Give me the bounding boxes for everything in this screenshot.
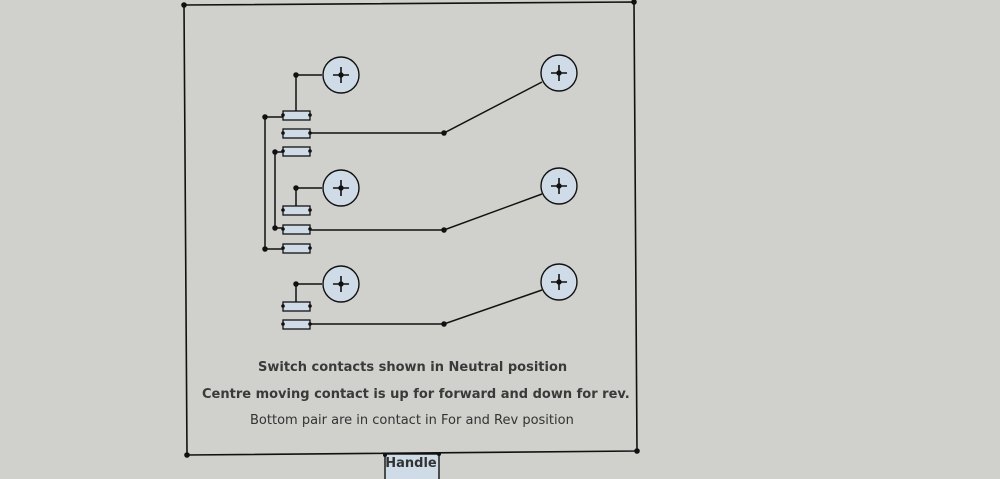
contact-1-top [282,110,311,121]
handle-label: Handle [385,456,437,471]
moving-contact-wires [311,81,543,327]
contact-1-mid [282,128,311,139]
contact-1-bottom [282,146,311,157]
handle[interactable] [383,452,441,479]
common-bus [262,114,283,252]
terminal-screw-icon [540,167,578,205]
contact-dots [281,113,312,326]
terminal-links [293,72,322,303]
contact-2-top [282,205,311,216]
note-bottom-pair: Bottom pair are in contact in For and Re… [250,413,574,428]
enclosure-box [181,0,640,458]
note-neutral-position: Switch contacts shown in Neutral positio… [258,360,568,375]
terminals [322,54,578,303]
contact-2-bottom [282,243,311,254]
terminal-screw-icon [540,263,578,301]
terminal-screw-icon [540,54,578,92]
contact-3-mid [282,319,311,330]
terminal-screw-icon [322,56,360,94]
terminal-screw-icon [322,169,360,207]
note-moving-contact: Centre moving contact is up for forward … [202,387,630,402]
terminal-screw-icon [322,265,360,303]
contact-2-mid [282,224,311,235]
contact-3-top [282,301,311,312]
